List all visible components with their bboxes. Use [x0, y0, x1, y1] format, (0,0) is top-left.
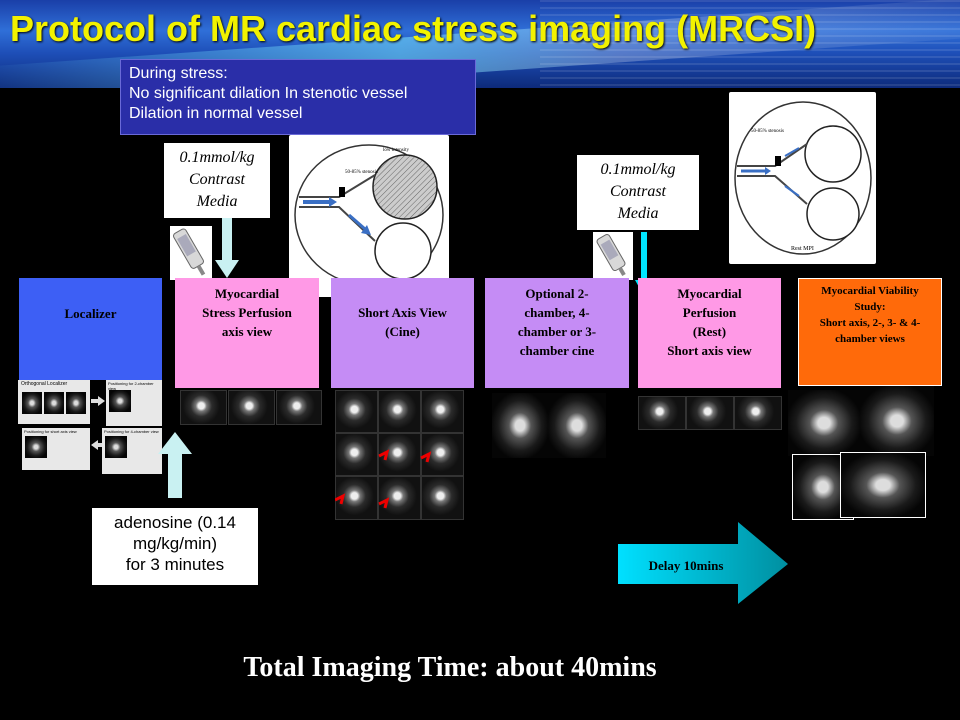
mri-image — [378, 390, 421, 433]
step-label: Perfusion — [682, 305, 737, 320]
contrast-label: Contrast — [609, 183, 666, 200]
rest-perfusion-images — [638, 396, 782, 430]
step-label: (Cine) — [385, 324, 420, 339]
mri-image — [421, 390, 464, 433]
mri-image — [734, 396, 782, 430]
stenosis-label: 50-85% stenosis — [345, 170, 378, 175]
step-label: Short axis, 2-, 3- & 4- — [819, 317, 921, 329]
thumbnail-caption: Positioning for 4-chamber view — [104, 429, 159, 434]
stenosis-label: 50-85% stenosis — [751, 129, 784, 134]
contrast-media-box-stress: 0.1mmol/kg Contrast Media — [164, 143, 270, 218]
mri-image — [335, 390, 378, 433]
stress-perfusion-images — [180, 390, 322, 425]
media-label: Media — [196, 193, 238, 210]
mri-image — [788, 390, 860, 456]
thumbnail: Positioning for short axis view — [22, 428, 90, 470]
step-label: Optional 2- — [525, 286, 589, 301]
step-label: chamber or 3- — [517, 324, 597, 339]
localizer-thumbnails: Orthogonal Localizer Positioning for 2-c… — [18, 380, 162, 484]
thumbnail-caption: Orthogonal Localizer — [21, 381, 68, 387]
step-label: Short Axis View — [358, 305, 447, 320]
rest-mpi-label: Rest MPI — [791, 246, 814, 252]
mri-image — [421, 476, 464, 520]
step-label: chamber, 4- — [524, 305, 590, 320]
red-arrow-icon — [335, 493, 346, 505]
contrast-label: Contrast — [188, 171, 245, 188]
syringe-icon — [593, 232, 633, 280]
red-arrow-markers — [335, 449, 432, 509]
mri-image — [276, 390, 322, 425]
step-label: chamber cine — [519, 343, 595, 358]
step-optional-cine: Optional 2- chamber, 4- chamber or 3- ch… — [485, 278, 629, 388]
page-title: Protocol of MR cardiac stress imaging (M… — [10, 8, 817, 49]
step-label: Myocardial — [214, 286, 280, 301]
mri-image — [860, 386, 934, 456]
thumbnail: Positioning for 2-chamber view — [106, 380, 162, 426]
syringe-icon — [170, 226, 212, 280]
red-arrow-icon — [420, 451, 432, 463]
step-viability: Myocardial Viability Study: Short axis, … — [798, 278, 942, 386]
contrast-media-box-rest: 0.1mmol/kg Contrast Media — [577, 155, 699, 230]
short-axis-cine-grid — [335, 390, 464, 520]
total-imaging-time: Total Imaging Time: about 40mins — [243, 652, 657, 683]
mri-image — [492, 393, 548, 458]
thumbnail: Positioning for 4-chamber view — [102, 428, 162, 474]
arrow-down-icon — [215, 218, 239, 278]
adenosine-dose: adenosine (0.14 — [114, 513, 236, 532]
adenosine-duration: for 3 minutes — [125, 555, 225, 574]
adenosine-rate: mg/kg/min) — [132, 534, 218, 553]
rest-vessel-diagram: 50-85% stenosis Rest MPI — [729, 92, 876, 264]
mri-image — [335, 433, 378, 476]
mri-image — [638, 396, 686, 430]
adenosine-box: adenosine (0.14 mg/kg/min) for 3 minutes — [92, 508, 258, 585]
step-label: axis view — [221, 324, 273, 339]
arrow-up-icon — [158, 432, 192, 498]
step-label: Myocardial — [677, 286, 742, 301]
delay-arrow: Delay 10mins — [618, 522, 788, 604]
mri-image — [378, 476, 421, 520]
step-label: Myocardial Viability — [821, 285, 919, 297]
thumbnail-caption: Positioning for short axis view — [24, 429, 77, 434]
step-label: (Rest) — [692, 324, 727, 339]
step-stress-perfusion: Myocardial Stress Perfusion axis view — [175, 278, 319, 388]
mri-image — [686, 396, 734, 430]
mri-image — [840, 452, 926, 518]
thumbnail: Orthogonal Localizer — [18, 380, 90, 424]
stress-note-line: No significant dilation In stenotic vess… — [129, 85, 408, 102]
mri-image — [548, 393, 606, 458]
vessel-diagram: 50-85% stenosis Rest MPI — [734, 101, 872, 255]
arrow-right-icon — [91, 396, 105, 406]
mri-image — [228, 390, 275, 425]
arrow-left-icon — [91, 440, 105, 450]
step-label: Stress Perfusion — [202, 305, 292, 320]
step-localizer: Localizer — [19, 278, 162, 380]
step-label: Study: — [854, 301, 886, 313]
mri-image — [180, 390, 227, 425]
stress-note-line: During stress: — [129, 65, 228, 82]
step-label: Localizer — [64, 306, 117, 321]
contrast-dose: 0.1mmol/kg — [179, 149, 255, 166]
step-rest-perfusion: Myocardial Perfusion (Rest) Short axis v… — [638, 278, 781, 388]
stress-note: During stress: No significant dilation I… — [120, 59, 476, 135]
delay-label: Delay 10mins — [649, 558, 724, 573]
thumbnail-caption: Positioning for 2-chamber view — [108, 381, 154, 391]
step-label: Short axis view — [667, 343, 752, 358]
stress-note-line: Dilation in normal vessel — [129, 105, 303, 122]
contrast-dose: 0.1mmol/kg — [600, 161, 676, 178]
red-arrow-icon — [378, 449, 390, 461]
step-short-axis-cine: Short Axis View (Cine) — [331, 278, 474, 388]
media-label: Media — [617, 205, 659, 222]
step-label: chamber views — [835, 333, 905, 345]
low-intensity-label: low intensity — [383, 148, 409, 153]
red-arrow-icon — [378, 497, 390, 509]
stress-vessel-diagram: 50-85% stenosis low intensity — [289, 135, 449, 297]
optional-cine-images — [492, 393, 606, 458]
vessel-diagram: 50-85% stenosis low intensity — [294, 144, 444, 286]
viability-images — [788, 386, 936, 522]
